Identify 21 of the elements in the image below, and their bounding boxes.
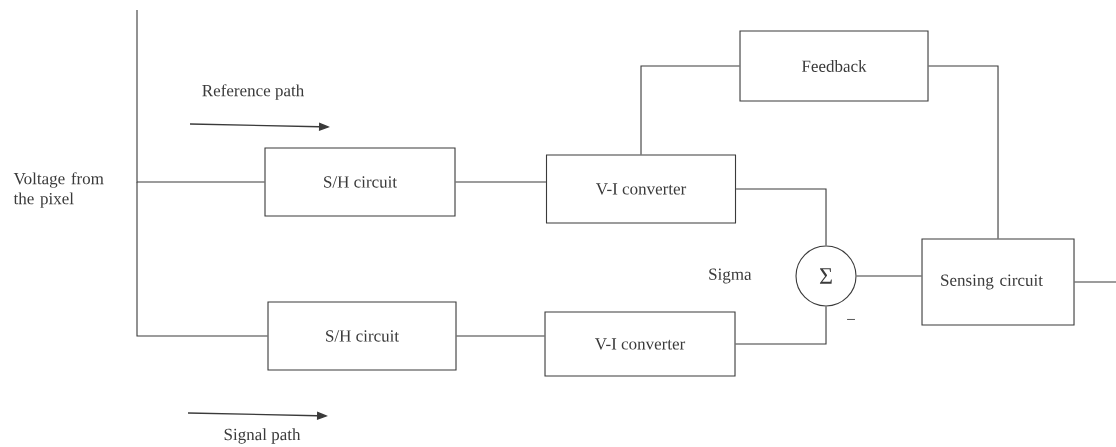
connector-line: [928, 65, 999, 239]
text-label: Signal path: [224, 428, 301, 444]
connector-line: [735, 306, 827, 345]
process-box: Sensing circuit: [921, 238, 1075, 326]
connector-line: [136, 181, 268, 337]
connector-line: [455, 181, 547, 183]
process-box: Feedback: [739, 30, 929, 102]
connector-line: [456, 335, 545, 337]
summing-junction: Σ: [795, 245, 857, 307]
connector-line: [640, 65, 740, 155]
connector-line: [856, 275, 922, 277]
process-box: S/H circuit: [267, 301, 457, 371]
process-box: V-I converter: [544, 311, 736, 377]
node-caption: Sigma: [709, 268, 752, 284]
text-label: Reference path: [202, 84, 304, 100]
connector-line: [136, 9, 265, 183]
text-label: Voltage from the pixel: [13, 172, 104, 208]
connector-line: [1074, 281, 1116, 283]
process-box: S/H circuit: [264, 147, 456, 217]
connector-line: [735, 188, 827, 246]
process-box: V-I converter: [545, 154, 737, 224]
